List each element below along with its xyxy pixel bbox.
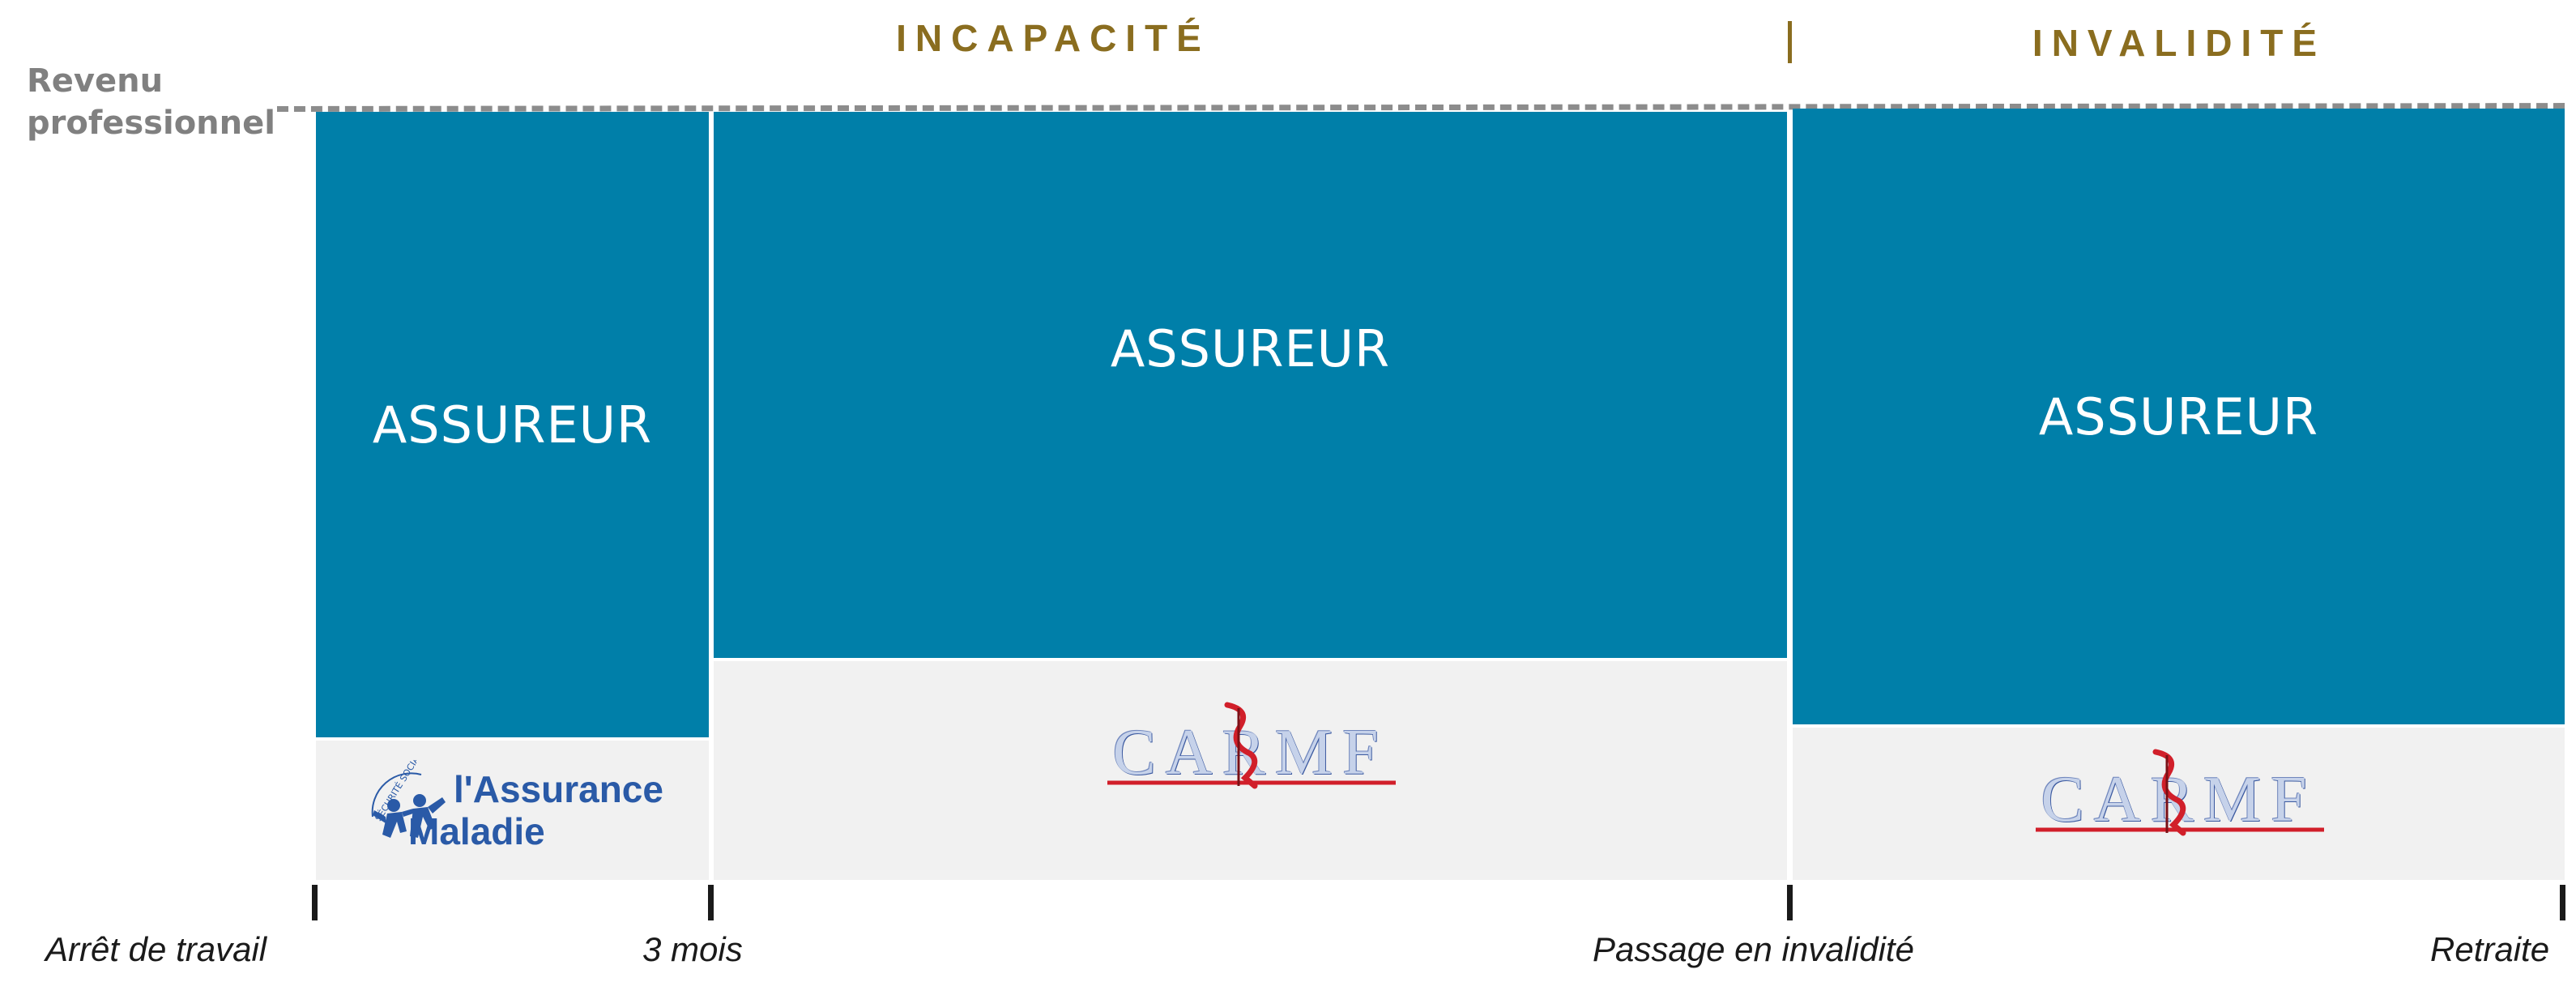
phase3-insurer-block: ASSUREUR: [1793, 109, 2565, 724]
phase3-base-block: CARMF: [1793, 728, 2565, 880]
assurance-maladie-line1: l'Assurance: [454, 768, 663, 810]
y-axis-label: Revenu professionnel: [27, 60, 275, 144]
timeline-label-invalidity: Passage en invalidité: [1593, 930, 1914, 968]
phase2-insurer-block: ASSUREUR: [714, 112, 1787, 658]
timeline-tick-3-months: [708, 885, 714, 920]
timeline-label-work-stop: Arrêt de travail: [45, 930, 267, 968]
phase3-insurer-label: ASSUREUR: [2038, 386, 2319, 446]
phase1-insurer-block: ASSUREUR: [316, 112, 709, 737]
carmf-logo-1: CARMF: [1107, 702, 1397, 790]
assurance-maladie-line2: Maladie: [408, 810, 545, 852]
section-divider: [1788, 21, 1792, 63]
section-title-incapacite: INCAPACITÉ: [896, 17, 1210, 59]
carmf-caduceus-icon: [2036, 749, 2325, 835]
y-axis-label-line1: Revenu: [27, 62, 164, 100]
phase1-insurer-label: ASSUREUR: [372, 395, 653, 455]
timeline-label-3-months: 3 mois: [642, 930, 743, 968]
timeline-tick-start: [312, 885, 318, 920]
timeline-tick-invalidity: [1787, 885, 1793, 920]
phase2-base-block: CARMF: [714, 661, 1787, 880]
phase2-insurer-label: ASSUREUR: [1110, 319, 1391, 378]
timeline-label-retirement: Retraite: [2430, 930, 2550, 968]
y-axis-label-line2: professionnel: [27, 105, 275, 142]
assurance-maladie-logo: SÉCURITÉ SOCIALE l'Assurance Maladie: [361, 760, 663, 860]
assurance-maladie-emblem-icon: SÉCURITÉ SOCIALE: [371, 760, 446, 838]
timeline-tick-retirement: [2560, 885, 2565, 920]
carmf-caduceus-icon: [1107, 702, 1397, 788]
phase1-base-block: SÉCURITÉ SOCIALE l'Assurance Maladie: [316, 741, 709, 880]
section-title-invalidite: INVALIDITÉ: [2032, 22, 2327, 64]
carmf-logo-2: CARMF: [2036, 749, 2325, 837]
